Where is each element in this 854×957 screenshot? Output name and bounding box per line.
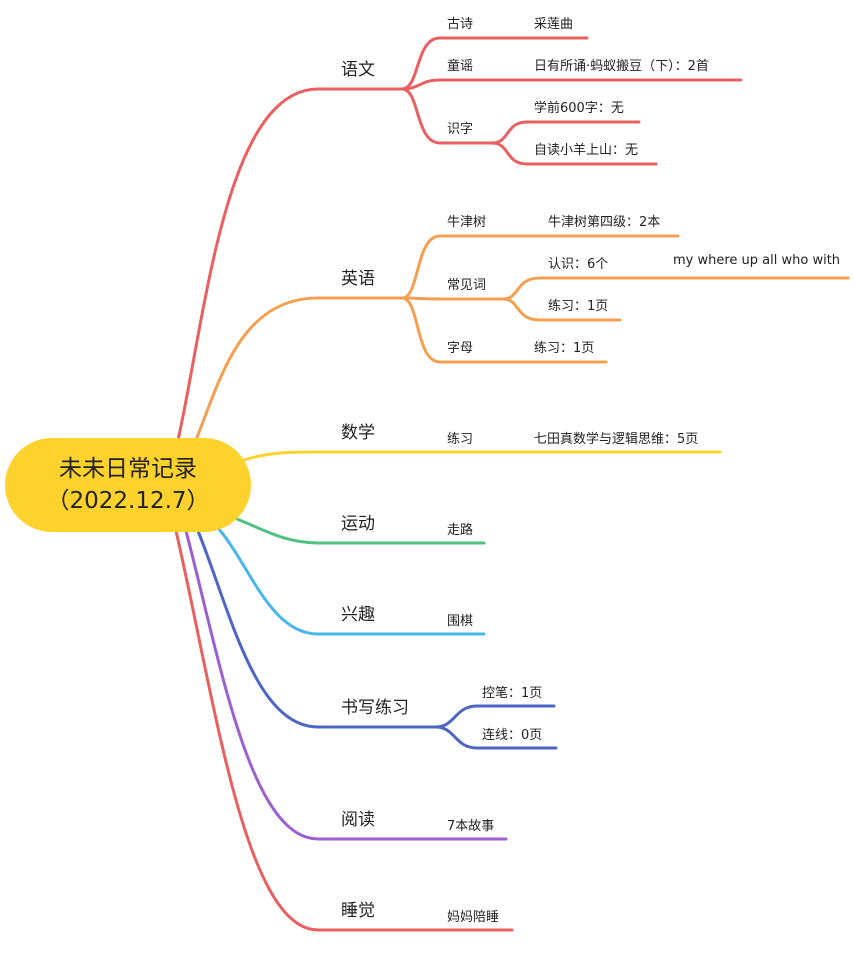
leaf-sight-words[interactable]: my where up all who with bbox=[673, 253, 841, 268]
leaf-writing-1[interactable]: 控笔：1页 bbox=[482, 686, 543, 701]
root-node[interactable]: 未未日常记录 （2022.12.7） bbox=[5, 438, 251, 532]
topic-writing[interactable]: 书写练习 bbox=[341, 698, 409, 718]
root-title: 未未日常记录 bbox=[59, 456, 197, 482]
branch-math-lines bbox=[242, 450, 722, 462]
leaf-poem-value[interactable]: 采莲曲 bbox=[534, 17, 574, 32]
leaf-literacy-2[interactable]: 自读小羊上山：无 bbox=[534, 143, 639, 158]
subtopic-math-practice[interactable]: 练习 bbox=[447, 432, 474, 447]
branch-sport-lines bbox=[230, 515, 486, 545]
leaf-alphabet-value[interactable]: 练习：1页 bbox=[534, 341, 595, 356]
subtopic-poem[interactable]: 古诗 bbox=[447, 17, 474, 32]
topic-chinese[interactable]: 语文 bbox=[341, 60, 375, 80]
subtopic-alphabet[interactable]: 字母 bbox=[447, 341, 474, 356]
leaf-literacy-1[interactable]: 学前600字：无 bbox=[534, 101, 624, 116]
branch-sleep-lines bbox=[174, 529, 514, 932]
topic-hobby[interactable]: 兴趣 bbox=[341, 605, 375, 625]
branch-reading-lines bbox=[184, 529, 508, 841]
leaf-sport-item[interactable]: 走路 bbox=[447, 523, 474, 538]
subtopic-rhyme[interactable]: 童谣 bbox=[447, 59, 474, 74]
subtopic-literacy[interactable]: 识字 bbox=[447, 122, 474, 137]
topic-reading[interactable]: 阅读 bbox=[341, 810, 375, 830]
topic-english[interactable]: 英语 bbox=[341, 269, 375, 289]
topic-math[interactable]: 数学 bbox=[341, 423, 375, 443]
subtopic-sight-words[interactable]: 常见词 bbox=[447, 278, 487, 293]
leaf-reading-item[interactable]: 7本故事 bbox=[447, 819, 495, 834]
leaf-sight-recognize[interactable]: 认识：6个 bbox=[548, 257, 609, 272]
branch-english-lines bbox=[194, 234, 850, 442]
root-date: （2022.12.7） bbox=[46, 488, 210, 514]
leaf-sight-practice[interactable]: 练习：1页 bbox=[548, 299, 609, 314]
leaf-math-value[interactable]: 七田真数学与逻辑思维：5页 bbox=[534, 432, 699, 447]
leaf-oxford-value[interactable]: 牛津树第四级：2本 bbox=[548, 215, 661, 230]
branch-writing-lines bbox=[196, 529, 558, 750]
leaf-rhyme-value[interactable]: 日有所诵·蚂蚁搬豆（下）：2首 bbox=[534, 59, 709, 74]
leaf-hobby-item[interactable]: 围棋 bbox=[447, 614, 474, 629]
leaf-writing-2[interactable]: 连线：0页 bbox=[482, 728, 543, 743]
topic-sport[interactable]: 运动 bbox=[341, 514, 375, 534]
branch-chinese-lines bbox=[176, 36, 743, 442]
subtopic-oxford[interactable]: 牛津树 bbox=[447, 215, 487, 230]
topic-sleep[interactable]: 睡觉 bbox=[341, 901, 375, 921]
branch-hobby-lines bbox=[216, 526, 486, 636]
leaf-sleep-item[interactable]: 妈妈陪睡 bbox=[447, 910, 500, 925]
